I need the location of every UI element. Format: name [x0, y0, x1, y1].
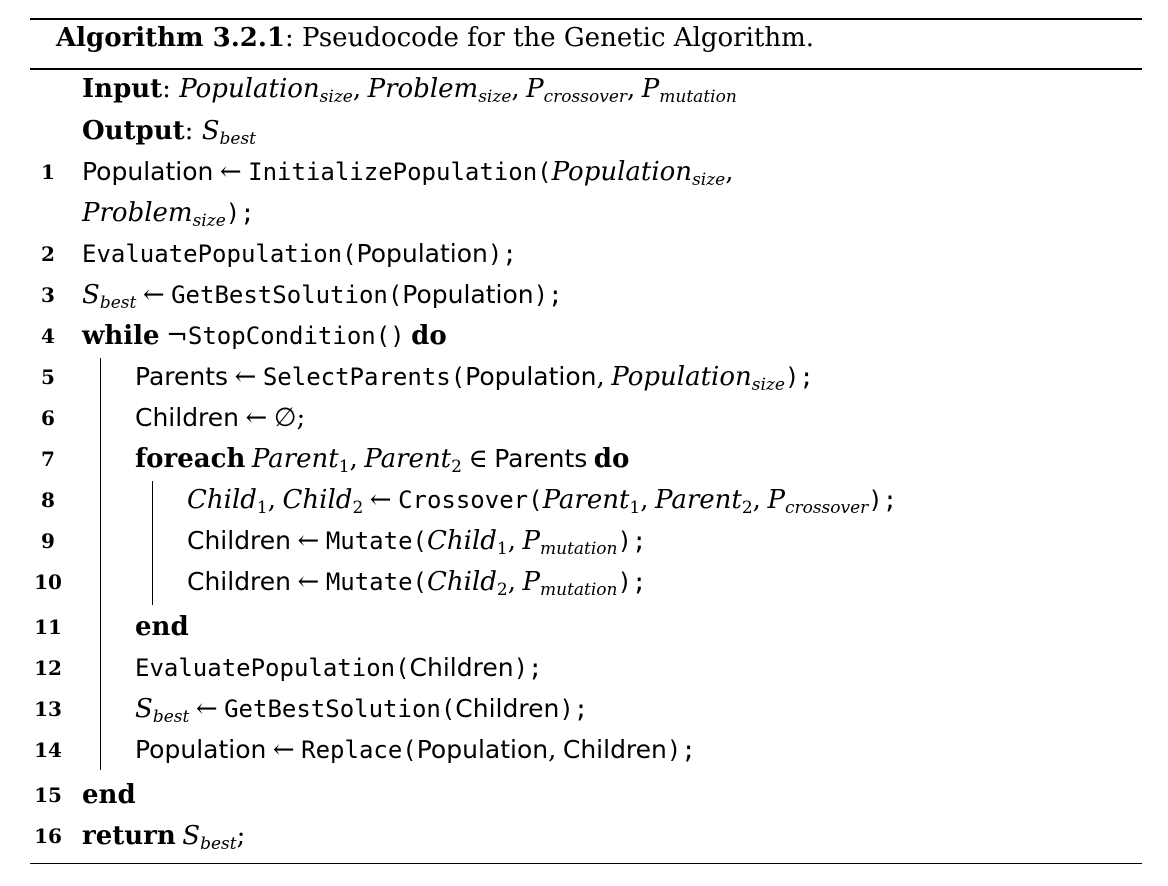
output-label: Output: [82, 116, 185, 146]
keyword: while: [82, 321, 160, 351]
function-name: StopCondition(): [187, 322, 405, 350]
line-number: 13: [34, 697, 62, 721]
line-number: 15: [34, 783, 62, 807]
line-number: 4: [41, 324, 55, 348]
function-name: GetBestSolution(: [171, 281, 403, 309]
algorithm-block: Algorithm 3.2.1: Pseudocode for the Gene…: [30, 18, 1142, 864]
foreach-block-bar: [152, 481, 153, 605]
bottom-rule: [30, 863, 1142, 864]
line-number: 2: [41, 242, 55, 266]
line-number: 7: [41, 447, 55, 471]
line-number: 16: [34, 824, 62, 848]
input-param: Population: [179, 74, 320, 104]
algorithm-caption: : Pseudocode for the Genetic Algorithm.: [285, 23, 815, 53]
line-number: 10: [34, 570, 62, 594]
input-param: P: [641, 74, 660, 104]
output-param: S: [201, 116, 220, 146]
input-param: Problem: [367, 74, 479, 104]
keyword: foreach: [135, 444, 246, 474]
function-name: EvaluatePopulation(: [82, 240, 357, 268]
input-param: P: [526, 74, 544, 104]
line-number: 3: [41, 283, 55, 307]
function-name: Crossover(: [398, 486, 543, 514]
input-label: Input: [82, 74, 163, 104]
line-number: 11: [34, 615, 62, 639]
while-block-bar: [100, 358, 101, 770]
function-name: Replace(: [301, 736, 417, 764]
function-name: GetBestSolution(: [224, 695, 456, 723]
line-number: 12: [34, 656, 62, 680]
function-name: EvaluatePopulation(: [135, 654, 410, 682]
line-number: 1: [41, 160, 55, 184]
line-number: 14: [34, 738, 62, 762]
line-number: 6: [41, 406, 55, 430]
algorithm-label: Algorithm 3.2.1: [56, 23, 285, 53]
function-name: Mutate(: [325, 527, 427, 555]
function-name: Mutate(: [325, 568, 427, 596]
function-name: SelectParents(: [262, 363, 466, 391]
keyword: do: [411, 321, 447, 351]
keyword: end: [135, 612, 189, 642]
algorithm-title: Algorithm 3.2.1: Pseudocode for the Gene…: [56, 23, 814, 53]
top-rule: [30, 18, 1142, 20]
line-number: 9: [41, 529, 55, 553]
keyword: return: [82, 821, 176, 851]
keyword: do: [593, 444, 630, 474]
line-number: 8: [41, 488, 55, 512]
line-number: 5: [41, 365, 55, 389]
keyword: end: [82, 780, 136, 810]
function-name: InitializePopulation(: [248, 158, 552, 186]
title-rule: [30, 68, 1142, 70]
